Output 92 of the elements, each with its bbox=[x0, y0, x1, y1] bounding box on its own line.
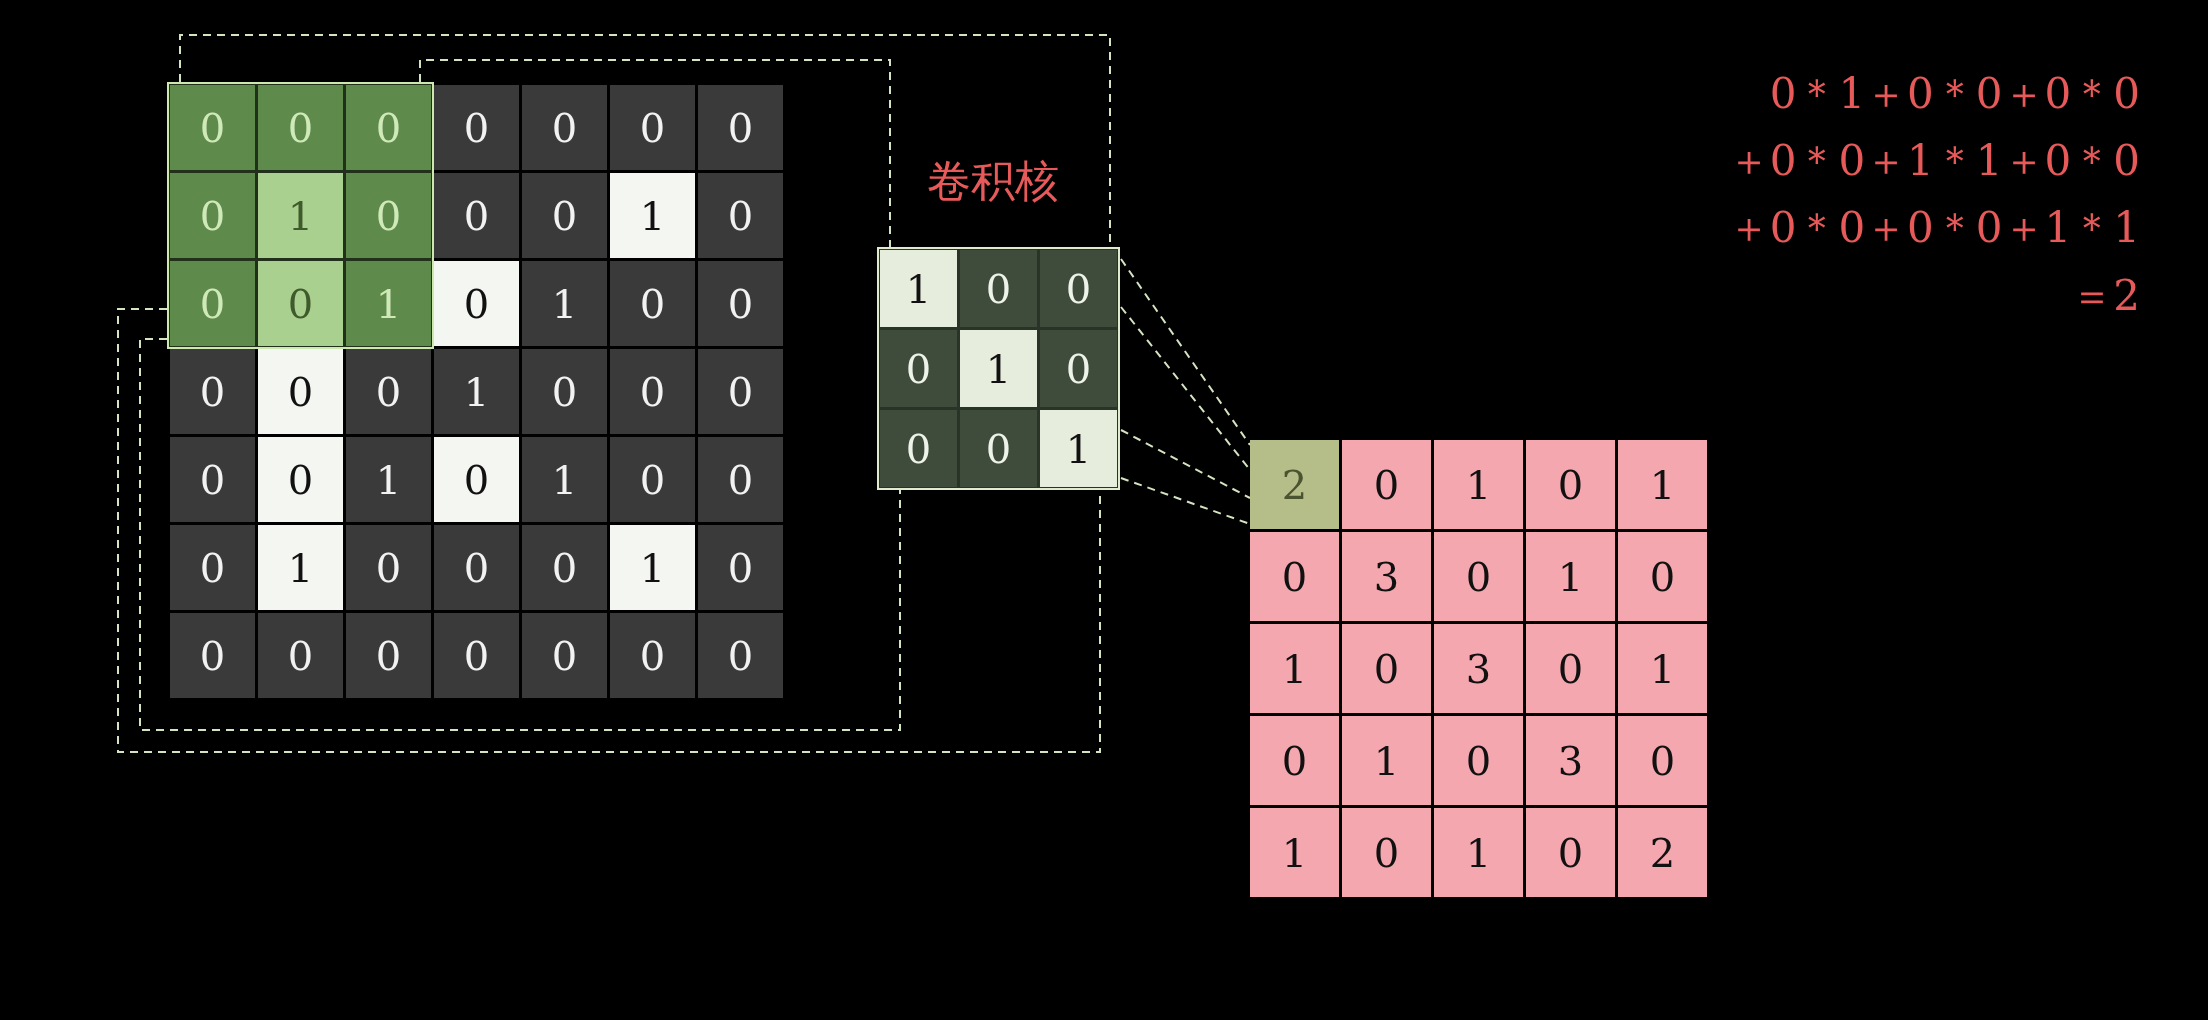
matrix-cell: 1 bbox=[960, 330, 1037, 407]
matrix-cell: 0 bbox=[1040, 250, 1117, 327]
matrix-cell: 0 bbox=[698, 261, 783, 346]
matrix-cell: 0 bbox=[434, 261, 519, 346]
matrix-cell: 0 bbox=[258, 261, 343, 346]
matrix-cell: 0 bbox=[170, 173, 255, 258]
matrix-cell: 1 bbox=[1618, 440, 1707, 529]
matrix-cell: 0 bbox=[1040, 330, 1117, 407]
projection-line bbox=[1120, 258, 1251, 446]
matrix-cell: 0 bbox=[610, 437, 695, 522]
matrix-cell: 1 bbox=[1040, 410, 1117, 487]
matrix-cell: 0 bbox=[880, 410, 957, 487]
matrix-cell: 1 bbox=[880, 250, 957, 327]
matrix-cell: 0 bbox=[170, 525, 255, 610]
matrix-cell: 1 bbox=[1434, 808, 1523, 897]
matrix-cell: 0 bbox=[434, 613, 519, 698]
matrix-cell: 1 bbox=[1526, 532, 1615, 621]
matrix-cell: 1 bbox=[258, 525, 343, 610]
matrix-cell: 1 bbox=[522, 437, 607, 522]
matrix-cell: 1 bbox=[1618, 624, 1707, 713]
matrix-cell: 1 bbox=[1342, 716, 1431, 805]
matrix-cell: 0 bbox=[258, 349, 343, 434]
matrix-cell: 0 bbox=[170, 261, 255, 346]
matrix-cell: 0 bbox=[258, 437, 343, 522]
kernel-grid bbox=[877, 247, 1120, 490]
matrix-cell: 1 bbox=[1250, 808, 1339, 897]
matrix-cell: 0 bbox=[522, 613, 607, 698]
matrix-cell: 0 bbox=[1342, 624, 1431, 713]
matrix-cell: 0 bbox=[1618, 716, 1707, 805]
matrix-cell: 1 bbox=[346, 261, 431, 346]
matrix-cell: 3 bbox=[1434, 624, 1523, 713]
matrix-cell: 0 bbox=[610, 349, 695, 434]
matrix-cell: 0 bbox=[960, 250, 1037, 327]
matrix-cell: 0 bbox=[698, 613, 783, 698]
kernel-label: 卷积核 bbox=[927, 154, 1059, 208]
matrix-cell: 0 bbox=[258, 85, 343, 170]
projection-line bbox=[139, 338, 901, 731]
matrix-cell: 0 bbox=[170, 85, 255, 170]
matrix-cell: 0 bbox=[434, 173, 519, 258]
highlight-window bbox=[167, 82, 434, 349]
matrix-cell: 0 bbox=[170, 613, 255, 698]
matrix-cell: 0 bbox=[698, 173, 783, 258]
matrix-cell: 3 bbox=[1526, 716, 1615, 805]
matrix-cell: 3 bbox=[1342, 532, 1431, 621]
matrix-cell: 0 bbox=[346, 85, 431, 170]
matrix-cell: 0 bbox=[522, 85, 607, 170]
matrix-cell: 0 bbox=[1342, 440, 1431, 529]
matrix-cell: 0 bbox=[522, 349, 607, 434]
matrix-cell: 0 bbox=[346, 349, 431, 434]
matrix-cell: 0 bbox=[880, 330, 957, 407]
matrix-cell: 1 bbox=[610, 173, 695, 258]
matrix-cell: 0 bbox=[960, 410, 1037, 487]
matrix-cell: 0 bbox=[346, 525, 431, 610]
matrix-cell: 0 bbox=[698, 437, 783, 522]
matrix-cell: 0 bbox=[1526, 624, 1615, 713]
matrix-cell: 0 bbox=[346, 173, 431, 258]
matrix-cell: 1 bbox=[258, 173, 343, 258]
matrix-cell: 2 bbox=[1618, 808, 1707, 897]
matrix-cell: 0 bbox=[610, 261, 695, 346]
matrix-cell: 0 bbox=[698, 349, 783, 434]
matrix-cell: 0 bbox=[1342, 808, 1431, 897]
matrix-cell: 0 bbox=[610, 613, 695, 698]
matrix-cell: 0 bbox=[1434, 532, 1523, 621]
result-cell: 2 bbox=[1250, 440, 1339, 529]
formula-text: 0＊1＋0＊0＋0＊0 ＋0＊0＋1＊1＋0＊0 ＋0＊0＋0＊0＋1＊1 ＝2 bbox=[1726, 68, 2140, 322]
matrix-cell: 1 bbox=[522, 261, 607, 346]
projection-line bbox=[1120, 429, 1251, 499]
matrix-cell: 0 bbox=[522, 525, 607, 610]
matrix-cell: 1 bbox=[1434, 440, 1523, 529]
matrix-cell: 0 bbox=[698, 85, 783, 170]
matrix-cell: 0 bbox=[1526, 808, 1615, 897]
matrix-cell: 1 bbox=[434, 349, 519, 434]
matrix-cell: 0 bbox=[1434, 716, 1523, 805]
projection-line bbox=[419, 59, 891, 248]
matrix-cell: 0 bbox=[1250, 716, 1339, 805]
matrix-cell: 0 bbox=[434, 525, 519, 610]
matrix-cell: 0 bbox=[1618, 532, 1707, 621]
matrix-cell: 0 bbox=[346, 613, 431, 698]
matrix-cell: 0 bbox=[434, 437, 519, 522]
matrix-cell: 1 bbox=[610, 525, 695, 610]
matrix-cell: 0 bbox=[610, 85, 695, 170]
matrix-cell: 0 bbox=[170, 349, 255, 434]
matrix-cell: 0 bbox=[434, 85, 519, 170]
matrix-cell: 1 bbox=[1250, 624, 1339, 713]
projection-line bbox=[117, 308, 1101, 753]
matrix-cell: 1 bbox=[346, 437, 431, 522]
matrix-cell: 0 bbox=[170, 437, 255, 522]
matrix-cell: 0 bbox=[698, 525, 783, 610]
matrix-cell: 0 bbox=[1526, 440, 1615, 529]
matrix-cell: 0 bbox=[522, 173, 607, 258]
matrix-cell: 0 bbox=[1250, 532, 1339, 621]
matrix-cell: 0 bbox=[258, 613, 343, 698]
